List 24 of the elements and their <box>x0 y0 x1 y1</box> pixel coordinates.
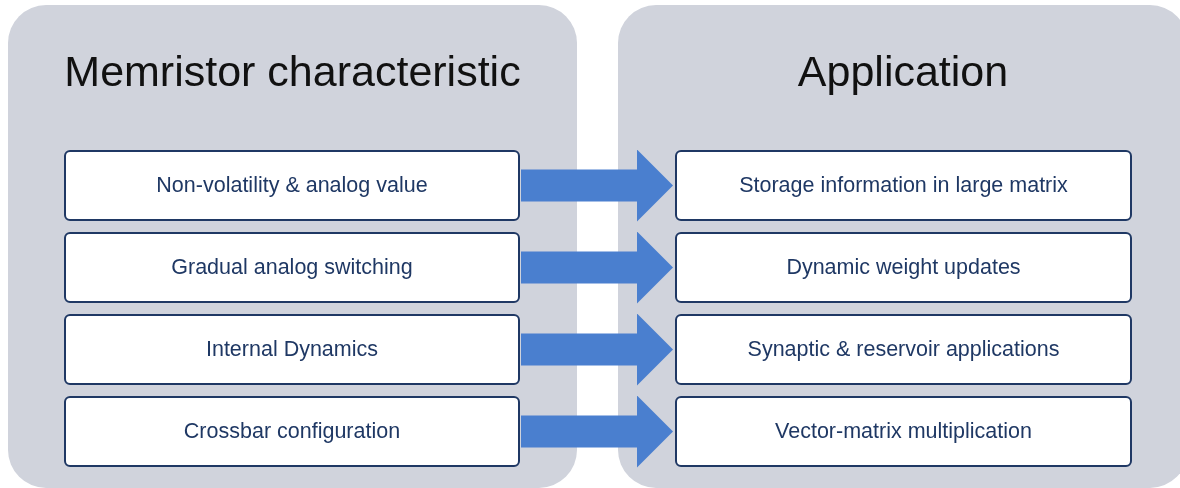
group-panel <box>618 5 1180 488</box>
box-label: Gradual analog switching <box>171 255 413 280</box>
block-arrow <box>521 313 673 386</box>
box-label: Storage information in large matrix <box>739 173 1068 198</box>
panel-title: Application <box>796 47 1010 96</box>
box-label: Vector-matrix multiplication <box>775 419 1032 444</box>
box-label: Crossbar configuration <box>183 419 401 444</box>
box-label: Synaptic & reservoir applications <box>747 337 1060 362</box>
box-label: Internal Dynamics <box>205 337 379 362</box>
process-box <box>675 314 1132 385</box>
group-panel <box>8 5 577 488</box>
box-label: Non-volatility & analog value <box>156 173 428 198</box>
process-box <box>64 396 520 467</box>
process-box <box>64 314 520 385</box>
block-arrow <box>521 231 673 304</box>
process-box <box>675 396 1132 467</box>
process-box <box>64 150 520 221</box>
process-box <box>675 150 1132 221</box>
block-arrow <box>521 395 673 468</box>
panel-title: Memristor characteristic <box>63 47 522 96</box>
process-box <box>675 232 1132 303</box>
block-arrow <box>521 149 673 222</box>
process-box <box>64 232 520 303</box>
box-label: Dynamic weight updates <box>786 255 1021 280</box>
